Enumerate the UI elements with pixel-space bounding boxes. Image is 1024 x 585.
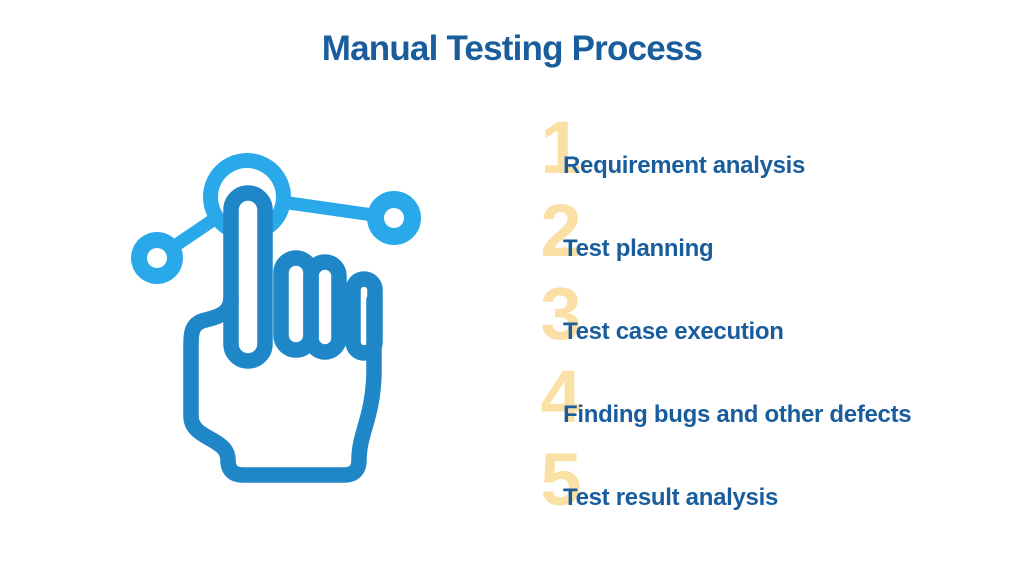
page-title: Manual Testing Process	[321, 29, 703, 68]
step-item-2: 2 Test planning	[535, 194, 955, 274]
step-label: Test result analysis	[563, 484, 778, 511]
step-number: 3	[540, 272, 582, 355]
step-item-1: 1 Requirement analysis	[535, 111, 955, 191]
hand-tap-network-graphic	[131, 153, 421, 483]
step-item-5: 5 Test result analysis	[535, 443, 955, 523]
step-number: 1	[540, 106, 582, 189]
palm-outline	[183, 290, 382, 483]
touch-gesture-network-icon	[90, 130, 430, 500]
step-label: Finding bugs and other defects	[563, 401, 912, 428]
step-label: Requirement analysis	[563, 152, 806, 179]
step-label: Test case execution	[563, 318, 784, 345]
step-number: 5	[540, 438, 582, 521]
step-item-3: 3 Test case execution	[535, 277, 955, 357]
ring-knuckle-outline	[303, 254, 347, 360]
step-item-4: 4 Finding bugs and other defects	[535, 360, 955, 440]
step-number: 4	[540, 355, 582, 438]
step-label: Test planning	[563, 235, 714, 262]
index-finger-outline	[223, 185, 273, 369]
step-number: 2	[540, 189, 582, 272]
